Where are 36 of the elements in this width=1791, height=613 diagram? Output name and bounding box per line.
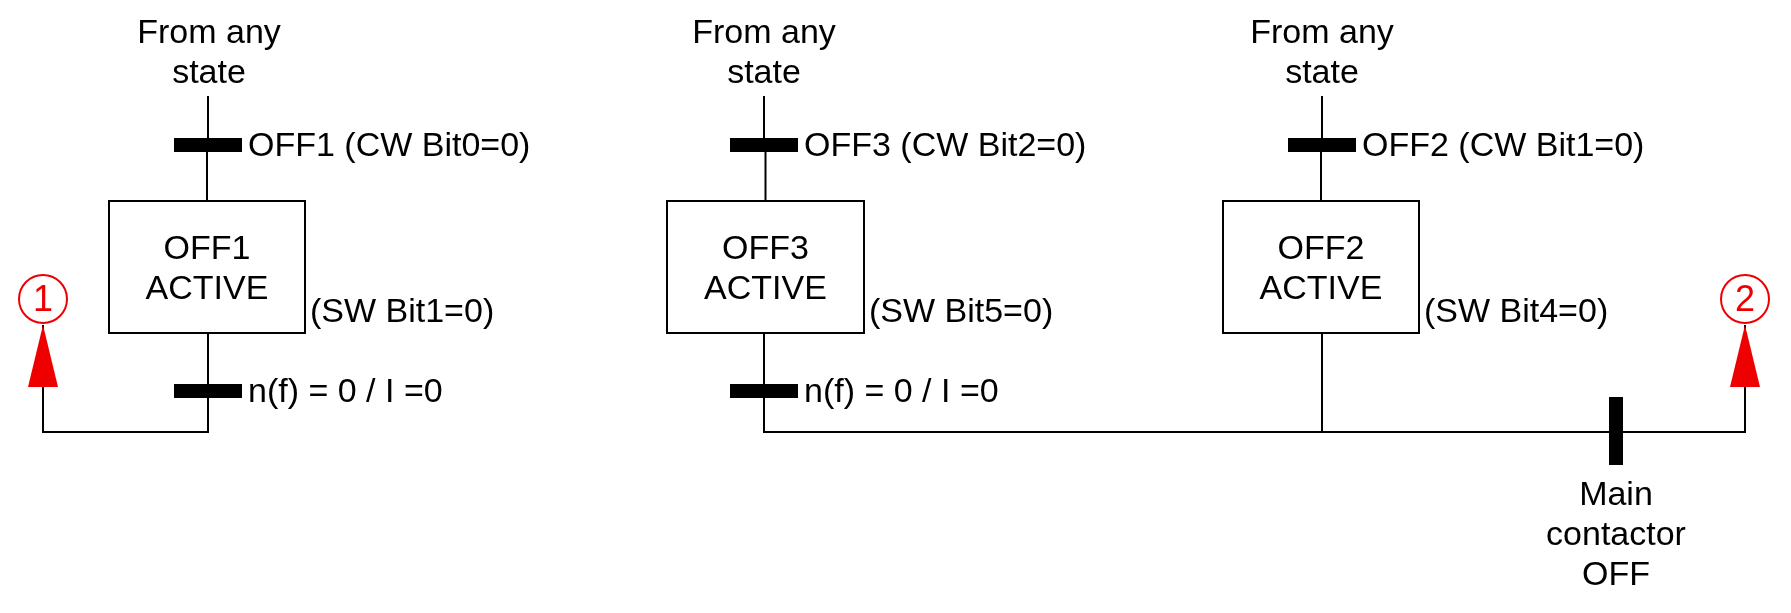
connector-line xyxy=(206,151,208,201)
state-name: OFF1 ACTIVE xyxy=(144,227,270,307)
transition-bar xyxy=(730,384,798,398)
state-box xyxy=(108,200,306,334)
transition-label: OFF1 (CW Bit0=0) xyxy=(248,124,531,164)
transition-label: n(f) = 0 / I =0 xyxy=(804,370,999,410)
status-label: (SW Bit1=0) xyxy=(310,290,495,330)
transition-bar xyxy=(1288,138,1356,152)
transition-bar xyxy=(174,138,242,152)
connector-line xyxy=(207,333,209,385)
transition-bar xyxy=(174,384,242,398)
connector-circle: 1 xyxy=(18,274,68,324)
connector-line xyxy=(207,95,209,139)
transition-label: OFF2 (CW Bit1=0) xyxy=(1362,124,1645,164)
transition-label: n(f) = 0 / I =0 xyxy=(248,370,443,410)
connector-line xyxy=(1622,324,1760,433)
status-label: (SW Bit4=0) xyxy=(1424,290,1609,330)
connector-line xyxy=(764,151,767,201)
connector-line xyxy=(763,333,765,385)
transition-bar xyxy=(1609,397,1623,465)
state-name: OFF2 ACTIVE xyxy=(1258,227,1384,307)
connector-line xyxy=(28,324,209,433)
state-box xyxy=(666,200,865,334)
state-text: From any state xyxy=(1249,11,1395,91)
connector-line xyxy=(1320,151,1322,201)
transition-bar xyxy=(730,138,798,152)
connector-circle: 2 xyxy=(1720,274,1770,324)
connector-line xyxy=(763,95,765,139)
state-text: From any state xyxy=(691,11,837,91)
state-text: From any state xyxy=(136,11,282,91)
connector-line xyxy=(1321,95,1323,139)
transition-label: Main contactor OFF xyxy=(1545,473,1687,593)
transition-label: OFF3 (CW Bit2=0) xyxy=(804,124,1087,164)
status-label: (SW Bit5=0) xyxy=(869,290,1054,330)
state-box xyxy=(1222,200,1420,334)
state-name: OFF3 ACTIVE xyxy=(703,227,828,307)
